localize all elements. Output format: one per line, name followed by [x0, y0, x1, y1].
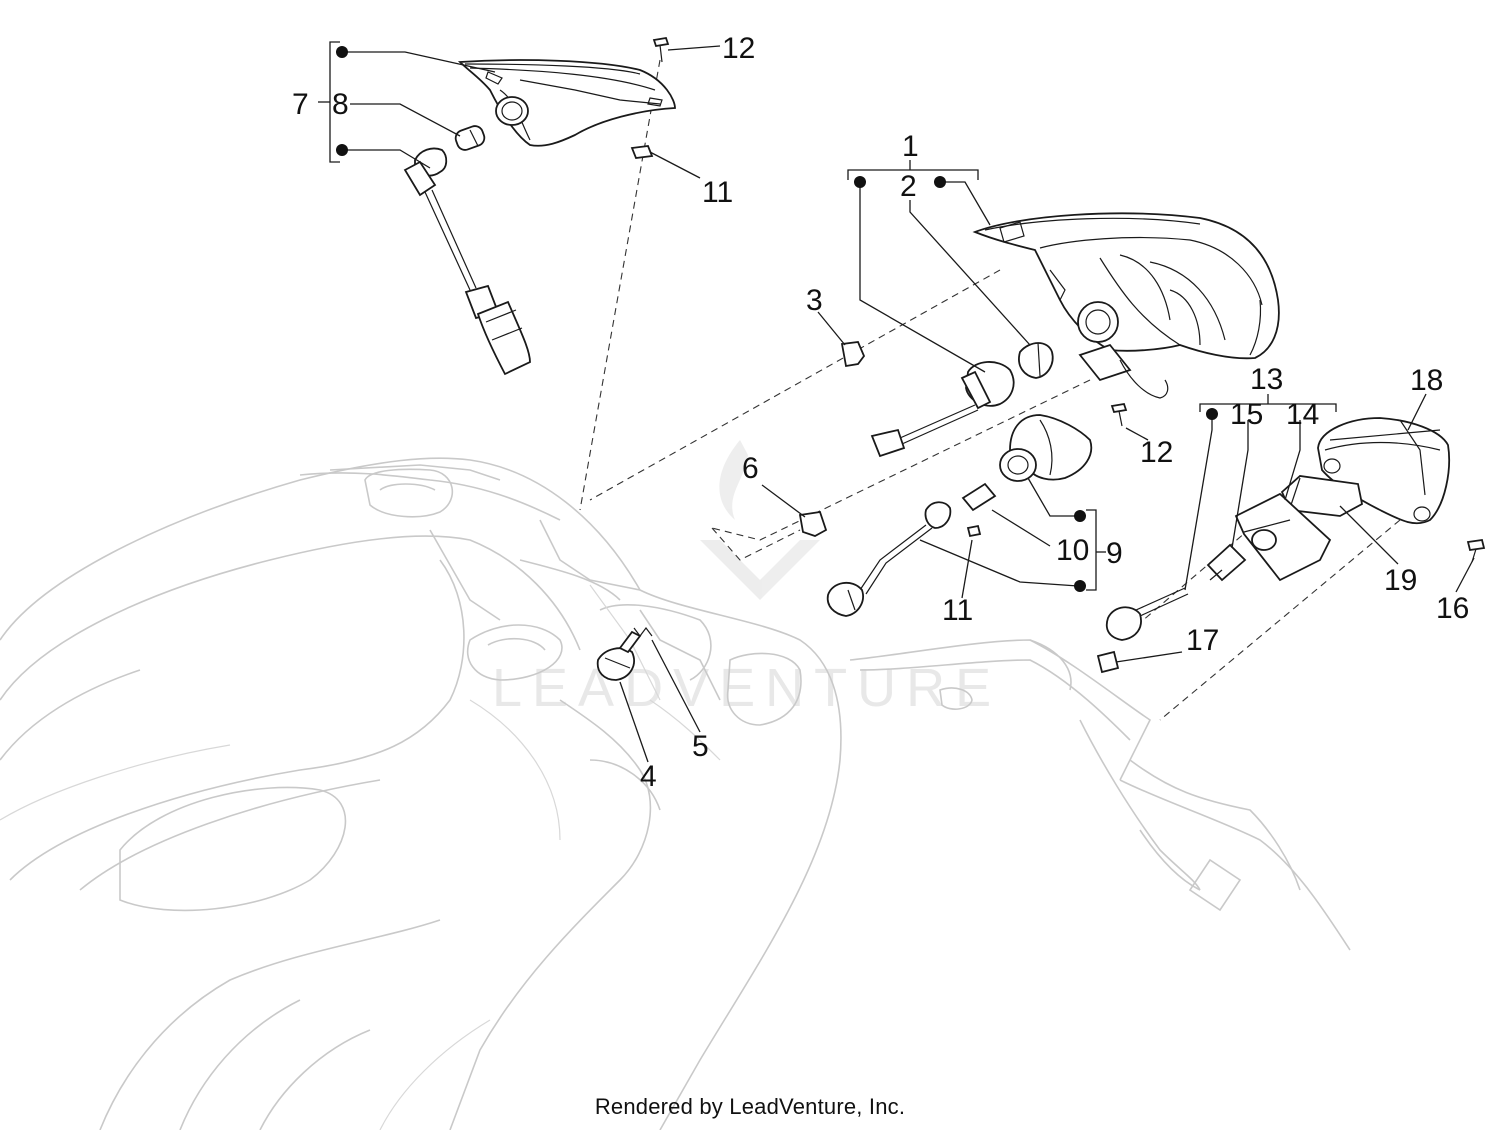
knob-4 — [596, 630, 642, 681]
socket-wire-rear — [870, 361, 1015, 458]
socket-wire-assembly — [403, 147, 531, 376]
callout-14: 14 — [1286, 398, 1319, 431]
callout-15: 15 — [1230, 398, 1263, 431]
callout-11-top: 11 — [702, 176, 733, 209]
callout-8: 8 — [332, 88, 349, 121]
callout-11-mid: 11 — [942, 594, 973, 627]
callout-labels: 1 2 3 4 5 6 7 8 9 10 11 11 12 12 13 14 1… — [292, 32, 1469, 793]
bulb-8 — [454, 125, 486, 151]
bulb-2 — [1018, 342, 1054, 379]
screw-12-top — [652, 36, 670, 63]
callout-6: 6 — [742, 452, 759, 485]
callout-19: 19 — [1384, 564, 1417, 597]
spring-5 — [633, 627, 653, 637]
callout-17: 17 — [1186, 624, 1219, 657]
clip-3 — [840, 341, 866, 368]
callout-2: 2 — [900, 170, 917, 203]
callout-4: 4 — [640, 760, 657, 793]
rendered-by-footer: Rendered by LeadVenture, Inc. — [594, 1094, 906, 1119]
front-turn-signal-assembly — [403, 59, 676, 376]
callout-9: 9 — [1106, 537, 1123, 570]
clip-11-top — [630, 145, 654, 159]
callout-1: 1 — [902, 130, 919, 163]
callout-12-mid: 12 — [1140, 436, 1173, 469]
callout-5: 5 — [692, 730, 709, 763]
rear-turn-signal-assembly — [826, 414, 1093, 617]
callout-3: 3 — [806, 284, 823, 317]
bracket-dots — [336, 46, 1218, 592]
screw-12-mid — [1110, 402, 1128, 427]
callout-12-top: 12 — [722, 32, 755, 65]
callout-16: 16 — [1436, 592, 1469, 625]
alignment-lines — [579, 59, 1401, 721]
scooter-body-outline — [0, 457, 1351, 1130]
callout-18: 18 — [1410, 364, 1443, 397]
callout-10: 10 — [1056, 534, 1089, 567]
clip-6 — [798, 510, 828, 537]
callout-7: 7 — [292, 88, 309, 121]
callout-13: 13 — [1250, 363, 1283, 396]
license-light-assembly — [1096, 417, 1486, 674]
taillight-assembly — [972, 212, 1280, 399]
leader-lines — [318, 41, 1475, 763]
